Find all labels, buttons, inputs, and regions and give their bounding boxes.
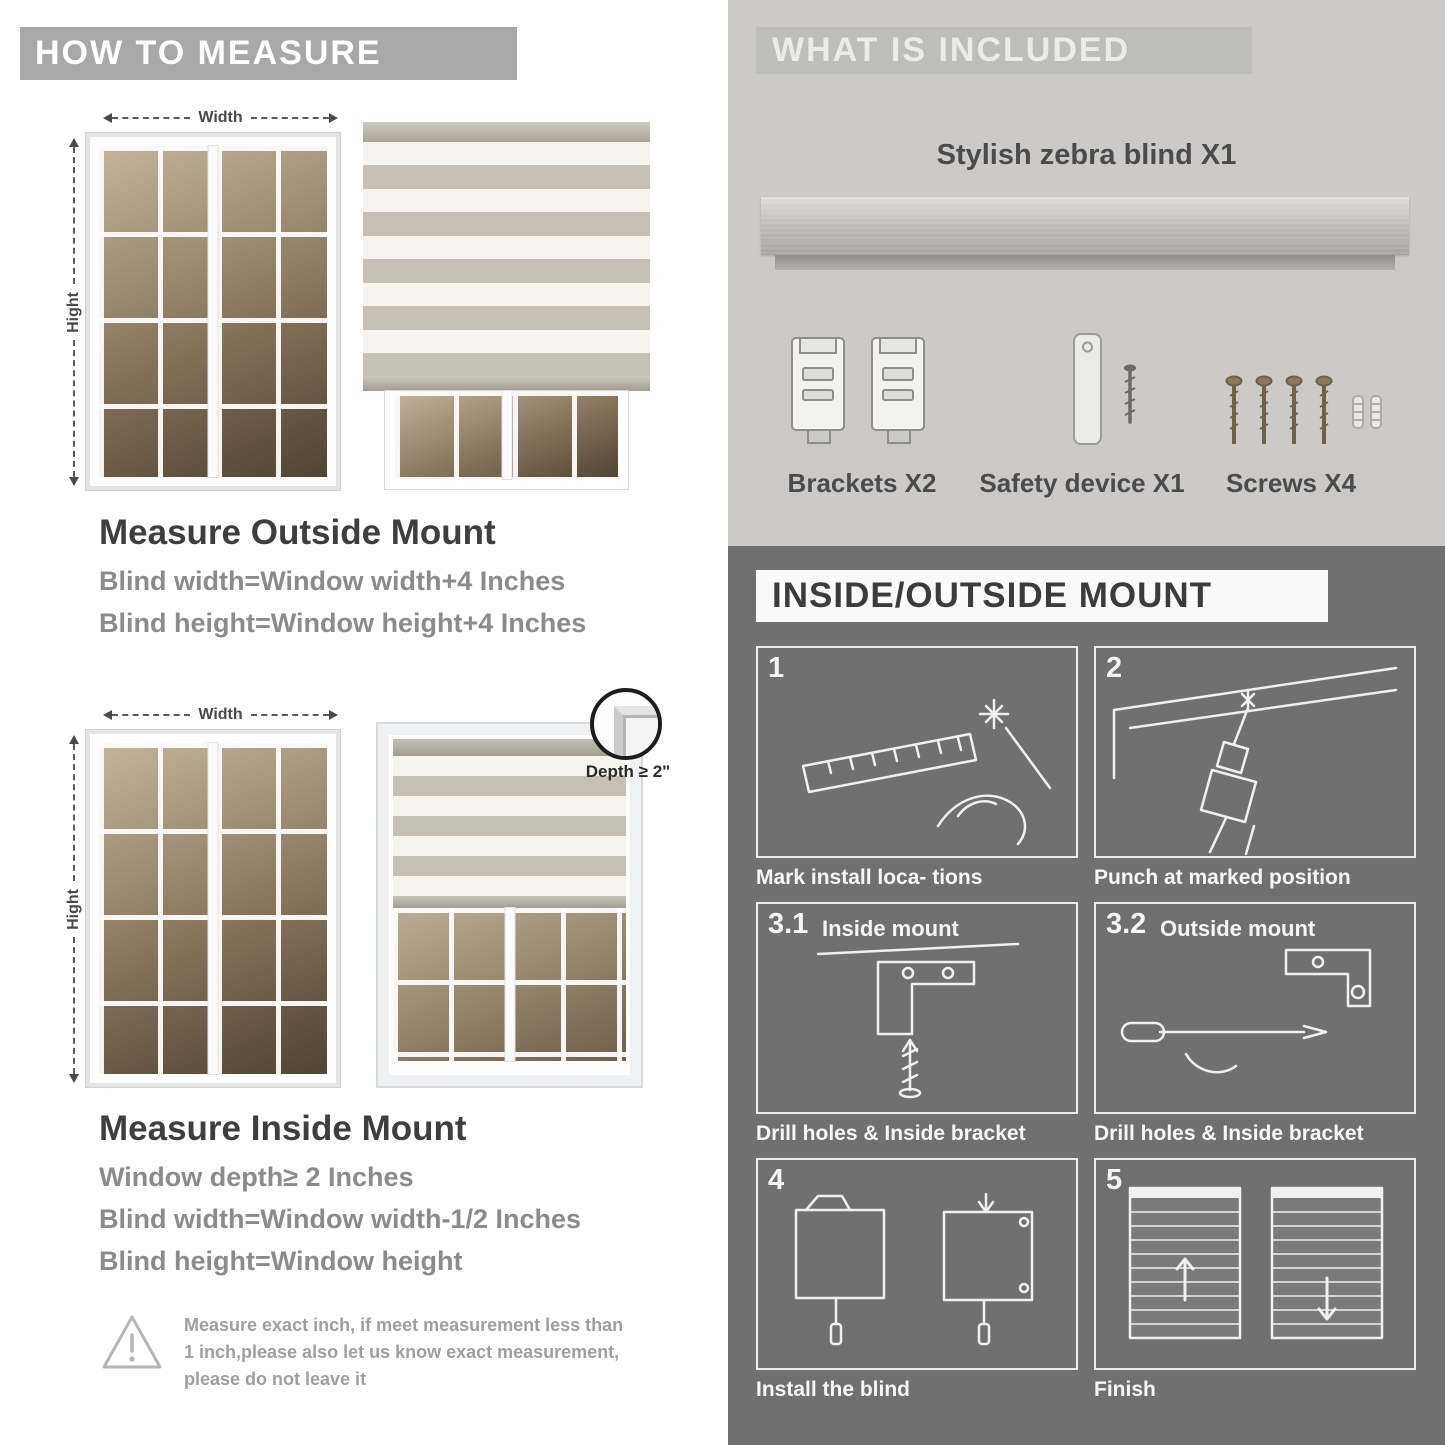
zebra-blind-product-illustration <box>761 197 1409 270</box>
blind-headrail <box>363 122 650 142</box>
blind-stripes <box>393 756 626 898</box>
step-number: 3.2 <box>1106 908 1147 940</box>
step-number: 3.1 <box>768 908 809 940</box>
arrow-head-icon <box>69 735 79 744</box>
blind-item-label: Stylish zebra blind X1 <box>936 139 1237 171</box>
step-1: 1 Mark install loca- tions <box>756 646 1078 890</box>
screws-label: Screws X4 <box>1225 468 1357 498</box>
height-label: Hight <box>65 888 82 930</box>
step-3-2-panel: 3.2 Outside mount <box>1094 902 1416 1114</box>
arrow-head-icon <box>103 113 112 123</box>
safety-device-label: Safety device X1 <box>979 468 1185 498</box>
window-panes <box>393 908 626 1061</box>
inside-width-formula: Blind width=Window width-1/2 Inches <box>99 1204 582 1234</box>
step-2-panel: 2 <box>1094 646 1416 858</box>
window-mullion <box>208 743 218 1074</box>
what-is-included-section: WHAT IS INCLUDED Stylish zebra blind X1 <box>728 0 1445 546</box>
blind-bottomrail <box>363 376 650 391</box>
what-is-included-header: WHAT IS INCLUDED <box>756 27 1252 74</box>
inside-mount-title: Measure Inside Mount <box>99 1109 467 1148</box>
width-arrow-inside: Width <box>103 706 338 723</box>
screws-icon <box>1225 374 1382 446</box>
step-number: 1 <box>768 652 785 684</box>
depth-callout-circle <box>590 688 662 760</box>
window-panes <box>395 391 618 479</box>
window-mullion <box>502 391 511 479</box>
step-4-caption: Install the blind <box>756 1378 911 1401</box>
window-below-blind <box>385 391 628 489</box>
outside-mount-title: Measure Outside Mount <box>99 513 496 552</box>
width-label: Width <box>198 109 243 126</box>
warning-triangle-icon <box>102 1315 162 1369</box>
step-3-1-caption: Drill holes & Inside bracket <box>756 1122 1026 1145</box>
step-5-illustration <box>1128 1186 1384 1340</box>
step-5: 5 Finish <box>1094 1158 1416 1402</box>
window-panes <box>99 146 327 477</box>
headrail-lip <box>775 255 1395 270</box>
zebra-blind-inside-illustration <box>378 724 641 1086</box>
step-1-panel: 1 <box>756 646 1078 858</box>
inside-outside-mount-section: INSIDE/OUTSIDE MOUNT 1 <box>728 546 1445 1445</box>
measure-warning: Measure exact inch, if meet measurement … <box>100 1312 624 1393</box>
outside-height-formula: Blind height=Window height+4 Inches <box>99 608 587 638</box>
inside-depth-formula: Window depth≥ 2 Inches <box>99 1162 414 1192</box>
height-arrow-inside: Hight <box>62 735 86 1083</box>
blind-headrail <box>393 739 626 756</box>
blind-stripes <box>363 142 650 376</box>
outside-width-formula: Blind width=Window width+4 Inches <box>99 566 566 596</box>
window-mullion <box>208 146 218 477</box>
arrow-head-icon <box>69 1074 79 1083</box>
blind-bottomrail <box>393 898 626 908</box>
brackets-icon <box>791 337 925 444</box>
step-5-caption: Finish <box>1094 1378 1156 1401</box>
arrow-head-icon <box>69 477 79 486</box>
inside-height-formula: Blind height=Window height <box>99 1246 463 1276</box>
headrail-body <box>761 197 1409 255</box>
brackets-label: Brackets X2 <box>787 468 937 498</box>
height-label: Hight <box>65 291 82 333</box>
step-4-panel: 4 <box>756 1158 1078 1370</box>
right-column: WHAT IS INCLUDED Stylish zebra blind X1 <box>728 0 1445 1445</box>
how-to-measure-section: HOW TO MEASURE Width Hight <box>0 0 722 1445</box>
window-mullion <box>505 908 514 1061</box>
zebra-blind-outside-illustration <box>363 122 650 489</box>
arrow-head-icon <box>329 113 338 123</box>
window-illustration-inside <box>86 730 340 1087</box>
step-4: 4 I <box>756 1158 1078 1402</box>
step-number: 2 <box>1106 652 1123 684</box>
step-3-2-illustration <box>1120 948 1372 1074</box>
step-3-1-panel: 3.1 Inside mount <box>756 902 1078 1114</box>
step-5-panel: 5 <box>1094 1158 1416 1370</box>
mount-header: INSIDE/OUTSIDE MOUNT <box>756 570 1328 622</box>
window-illustration-outside <box>86 133 340 490</box>
step-1-caption: Mark install loca- tions <box>756 866 983 889</box>
step-4-illustration <box>794 1192 1034 1346</box>
window-corner-detail <box>614 706 658 756</box>
arrow-head-icon <box>329 710 338 720</box>
step-3-1-illustration <box>816 942 1020 1099</box>
safety-device-icon <box>1073 333 1136 445</box>
warning-text: Measure exact inch, if meet measurement … <box>184 1315 624 1389</box>
step-2-illustration <box>1112 666 1398 856</box>
step-number: 4 <box>768 1164 785 1196</box>
arrow-head-icon <box>103 710 112 720</box>
step-3-1: 3.1 Inside mount Dril <box>756 902 1078 1146</box>
step-2: 2 Punch at marked position <box>1094 646 1416 890</box>
height-arrow-outside: Hight <box>62 138 86 486</box>
arrow-head-icon <box>69 138 79 147</box>
step-2-caption: Punch at marked position <box>1094 866 1351 889</box>
step-title: Inside mount <box>822 916 959 941</box>
depth-note: Depth ≥ 2" <box>585 762 671 781</box>
window-panes <box>99 743 327 1074</box>
mount-steps-grid: 1 Mark install loca- tions <box>756 646 1416 1402</box>
width-label: Width <box>198 706 243 723</box>
step-3-2-caption: Drill holes & Inside bracket <box>1094 1122 1364 1145</box>
step-3-2: 3.2 Outside mount Drill holes & Ins <box>1094 902 1416 1146</box>
width-arrow-outside: Width <box>103 109 338 126</box>
how-to-measure-header: HOW TO MEASURE <box>20 27 517 80</box>
step-1-illustration <box>801 698 1052 846</box>
step-title: Outside mount <box>1160 916 1316 941</box>
step-number: 5 <box>1106 1164 1123 1196</box>
